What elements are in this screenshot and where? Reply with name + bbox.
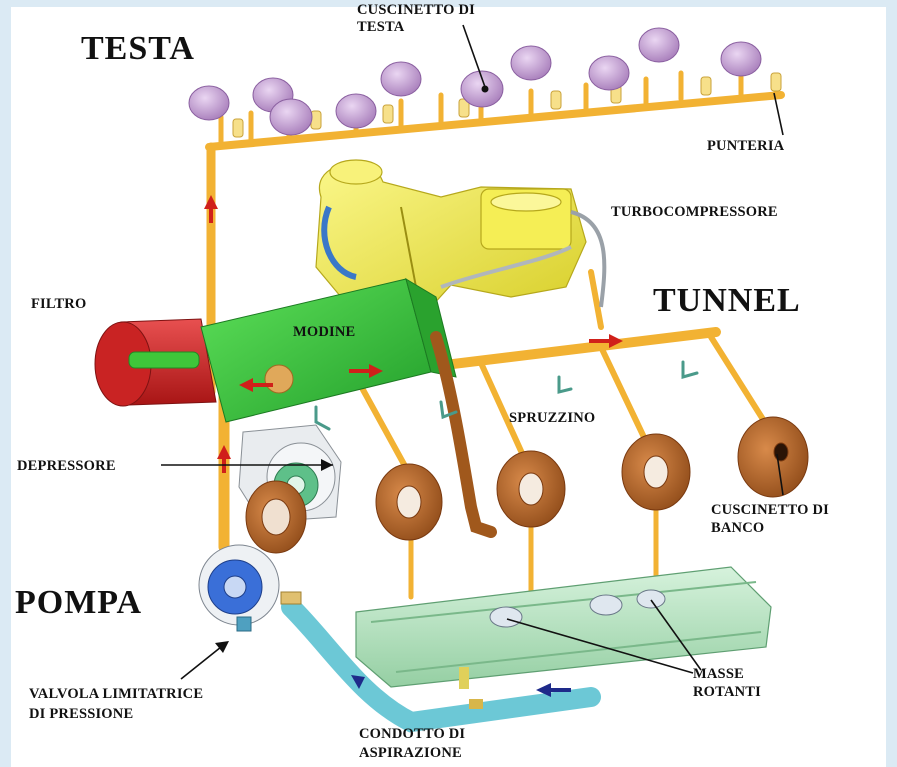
label-cuscinetto-testa-line1: CUSCINETTO DI [357, 3, 475, 18]
label-masse-rotanti-line2: ROTANTI [693, 685, 761, 700]
label-pompa: POMPA [15, 585, 142, 621]
label-cuscinetto-testa-line2: TESTA [357, 20, 404, 35]
label-filtro: FILTRO [31, 297, 86, 312]
label-masse-rotanti-line1: MASSE [693, 667, 744, 682]
oil-cooler [201, 279, 456, 422]
lubrication-diagram [11, 7, 886, 767]
oil-filter [95, 319, 216, 406]
label-punteria: PUNTERIA [707, 139, 784, 154]
intake-pipe-fitting [469, 699, 483, 709]
label-spruzzino: SPRUZZINO [509, 411, 595, 426]
label-tunnel: TUNNEL [653, 283, 801, 319]
turbocharger [316, 160, 586, 312]
label-modine: MODINE [293, 325, 355, 340]
diagram-canvas: TESTA CUSCINETTO DI TESTA PUNTERIA TURBO… [11, 7, 886, 767]
valvola-arrowhead [215, 641, 229, 653]
label-cuscinetto-banco-line1: CUSCINETTO DI [711, 503, 829, 518]
label-turbocompressore: TURBOCOMPRESSORE [611, 205, 778, 220]
label-depressore: DEPRESSORE [17, 459, 116, 474]
label-valvola-line2: DI PRESSIONE [29, 707, 133, 722]
label-condotto-line1: CONDOTTO DI [359, 727, 465, 742]
label-cuscinetto-banco-line2: BANCO [711, 521, 764, 536]
label-condotto-line2: ASPIRAZIONE [359, 746, 462, 761]
oil-pump [199, 545, 301, 631]
label-valvola-line1: VALVOLA LIMITATRICE [29, 687, 203, 702]
label-testa: TESTA [81, 31, 195, 67]
